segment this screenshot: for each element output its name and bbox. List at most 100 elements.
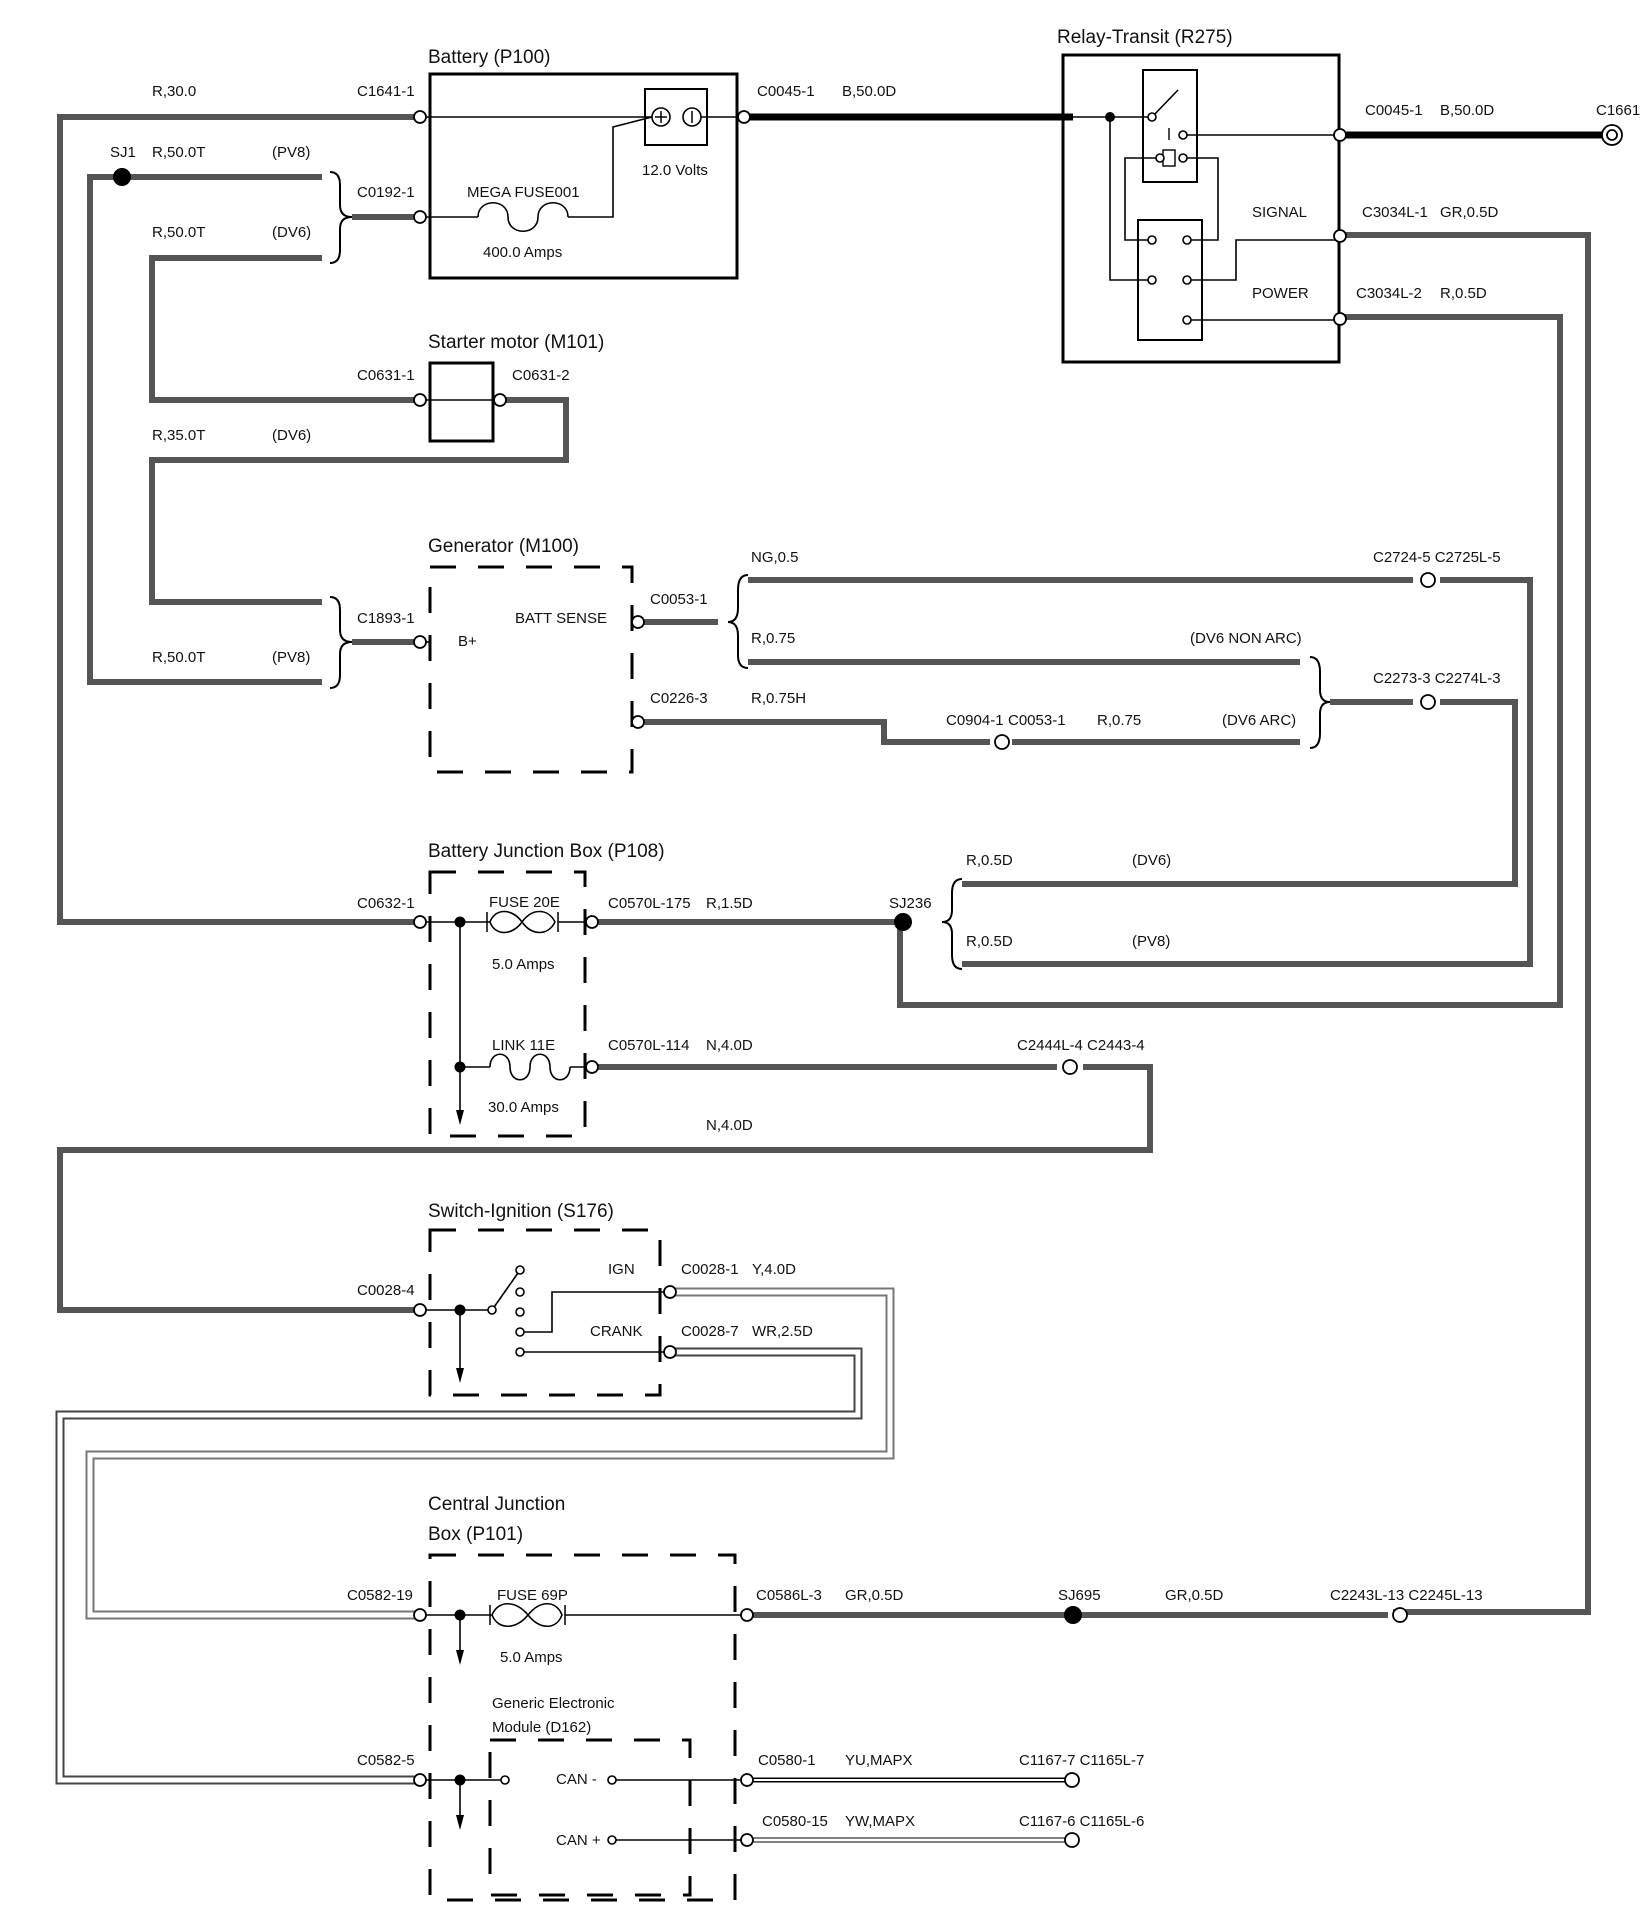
bjb-title: Battery Junction Box (P108) [428, 841, 665, 862]
lbl-r075h: R,0.75H [751, 690, 806, 707]
relay-int-e [1180, 157, 1219, 241]
lbl-c0053: C0053-1 [650, 591, 708, 608]
lbl-wr25d: WR,2.5D [752, 1323, 813, 1340]
lbl-yu-mapx: YU,MAPX [845, 1752, 913, 1769]
conn-c2724 [1420, 572, 1436, 588]
lbl-c3034-1: C3034L-1 [1362, 204, 1428, 221]
ignition-box [428, 1228, 662, 1397]
ign-pin1 [515, 1265, 525, 1275]
brace-c2273 [1309, 656, 1331, 749]
gen-batt-sense: BATT SENSE [515, 610, 607, 627]
splice-sj695 [1064, 1606, 1082, 1624]
lbl-r05d-relay: R,0.5D [1440, 285, 1487, 302]
connector-set [413, 110, 1623, 1848]
lbl-c2724: C2724-5 C2725L-5 [1373, 549, 1501, 566]
gem-ground-arrow [456, 1815, 464, 1830]
conn-c0028-1 [663, 1285, 677, 1299]
wire-r05d-power [897, 314, 1563, 1008]
conn-c0028-7 [663, 1345, 677, 1359]
relay-coil-icon [1162, 149, 1176, 167]
lbl-dv6-arc: (DV6 ARC) [1222, 712, 1296, 729]
link-11e-label: LINK 11E [492, 1037, 555, 1054]
lbl-c0632: C0632-1 [357, 895, 415, 912]
cjb-box [428, 1553, 737, 1902]
relay-pin3 [1155, 153, 1165, 163]
wire-y40d-inner [87, 1289, 893, 1618]
battery-int4 [568, 116, 653, 218]
lbl-dv6-nonarc: (DV6 NON ARC) [1190, 630, 1302, 647]
lbl-dv6-b: (DV6) [272, 427, 311, 444]
wire-c2724-out [962, 577, 1533, 967]
gem-title-2: Module (D162) [492, 1719, 591, 1736]
conn-c0192 [413, 210, 427, 224]
cjb-title-1: Central Junction [428, 1494, 565, 1515]
conn-c0631-2 [493, 393, 507, 407]
relay-power: POWER [1252, 285, 1309, 302]
lbl-r075: R,0.75 [751, 630, 795, 647]
link-11e-icon [489, 1053, 571, 1081]
gem-node [454, 1774, 466, 1786]
conn-c0580-1 [740, 1773, 754, 1787]
splice-sj1 [113, 168, 131, 186]
relay-int-f [1190, 239, 1338, 281]
relay-int-c [1109, 117, 1152, 281]
lbl-b50d-b: B,50.0D [1440, 102, 1494, 119]
gem-pin-canp [607, 1835, 617, 1845]
cjb-ground-arrow [456, 1650, 464, 1665]
lbl-c2273: C2273-3 C2274L-3 [1373, 670, 1501, 687]
gem-title-1: Generic Electronic [492, 1695, 615, 1712]
conn-c0053 [631, 615, 645, 629]
ign-pin0 [487, 1305, 497, 1315]
relay-pin5 [1147, 235, 1157, 245]
lbl-r30: R,30.0 [152, 83, 196, 100]
lbl-c0580-1: C0580-1 [758, 1752, 816, 1769]
conn-c2243 [1392, 1607, 1408, 1623]
relay-pin8 [1182, 275, 1192, 285]
lbl-c0580-15: C0580-15 [762, 1813, 828, 1830]
wire-r30 [57, 114, 418, 925]
lbl-c0028-4: C0028-4 [357, 1282, 415, 1299]
conn-c0028-4 [413, 1303, 427, 1317]
bjb-box [428, 870, 587, 1138]
conn-c3034-2 [1333, 312, 1347, 326]
relay-int-d [1124, 157, 1160, 241]
crank-label: CRANK [590, 1323, 643, 1340]
can-plus-label: CAN + [556, 1832, 601, 1849]
lbl-sj1: SJ1 [110, 144, 136, 161]
lbl-c1167-6: C1167-6 C1165L-6 [1019, 1813, 1144, 1830]
relay-node [1105, 112, 1115, 122]
lbl-c0631-1: C0631-1 [357, 367, 415, 384]
conn-c1661-inner [1606, 129, 1618, 141]
lbl-c0028-7: C0028-7 [681, 1323, 739, 1340]
lbl-n40d-b: N,4.0D [706, 1117, 753, 1134]
lbl-c0028-1: C0028-1 [681, 1261, 739, 1278]
relay-pin4 [1178, 153, 1188, 163]
lbl-pv8-c: (PV8) [1132, 933, 1170, 950]
conn-c0904 [994, 734, 1010, 750]
lbl-c0192: C0192-1 [357, 184, 415, 201]
generator-title: Generator (M100) [428, 536, 579, 557]
lbl-c1893: C1893-1 [357, 610, 415, 627]
fuse-69p-icon [491, 1602, 563, 1628]
conn-c1641 [413, 110, 427, 124]
ign-int2 [524, 1291, 670, 1333]
lbl-c1641: C1641-1 [357, 83, 415, 100]
relay-pin7 [1147, 275, 1157, 285]
brace-c0192 [329, 171, 353, 264]
conn-c0586 [740, 1608, 754, 1622]
lbl-yw-mapx: YW,MAPX [845, 1813, 915, 1830]
wire-wr25d-inner [57, 1349, 861, 1783]
lbl-c0904: C0904-1 [946, 712, 1004, 729]
ignition-title: Switch-Ignition (S176) [428, 1201, 614, 1222]
lbl-r50t-c: R,50.0T [152, 649, 205, 666]
ground-arrow [456, 1110, 464, 1125]
conn-c2273 [1420, 694, 1436, 710]
relay-pin9 [1182, 315, 1192, 325]
lbl-sj236: SJ236 [889, 895, 932, 912]
battery-box [428, 72, 739, 280]
lbl-gr05d-relay: GR,0.5D [1440, 204, 1499, 221]
lbl-r15d: R,1.5D [706, 895, 753, 912]
lbl-c0053b: C0053-1 [1008, 712, 1066, 729]
lbl-r35t: R,35.0T [152, 427, 205, 444]
